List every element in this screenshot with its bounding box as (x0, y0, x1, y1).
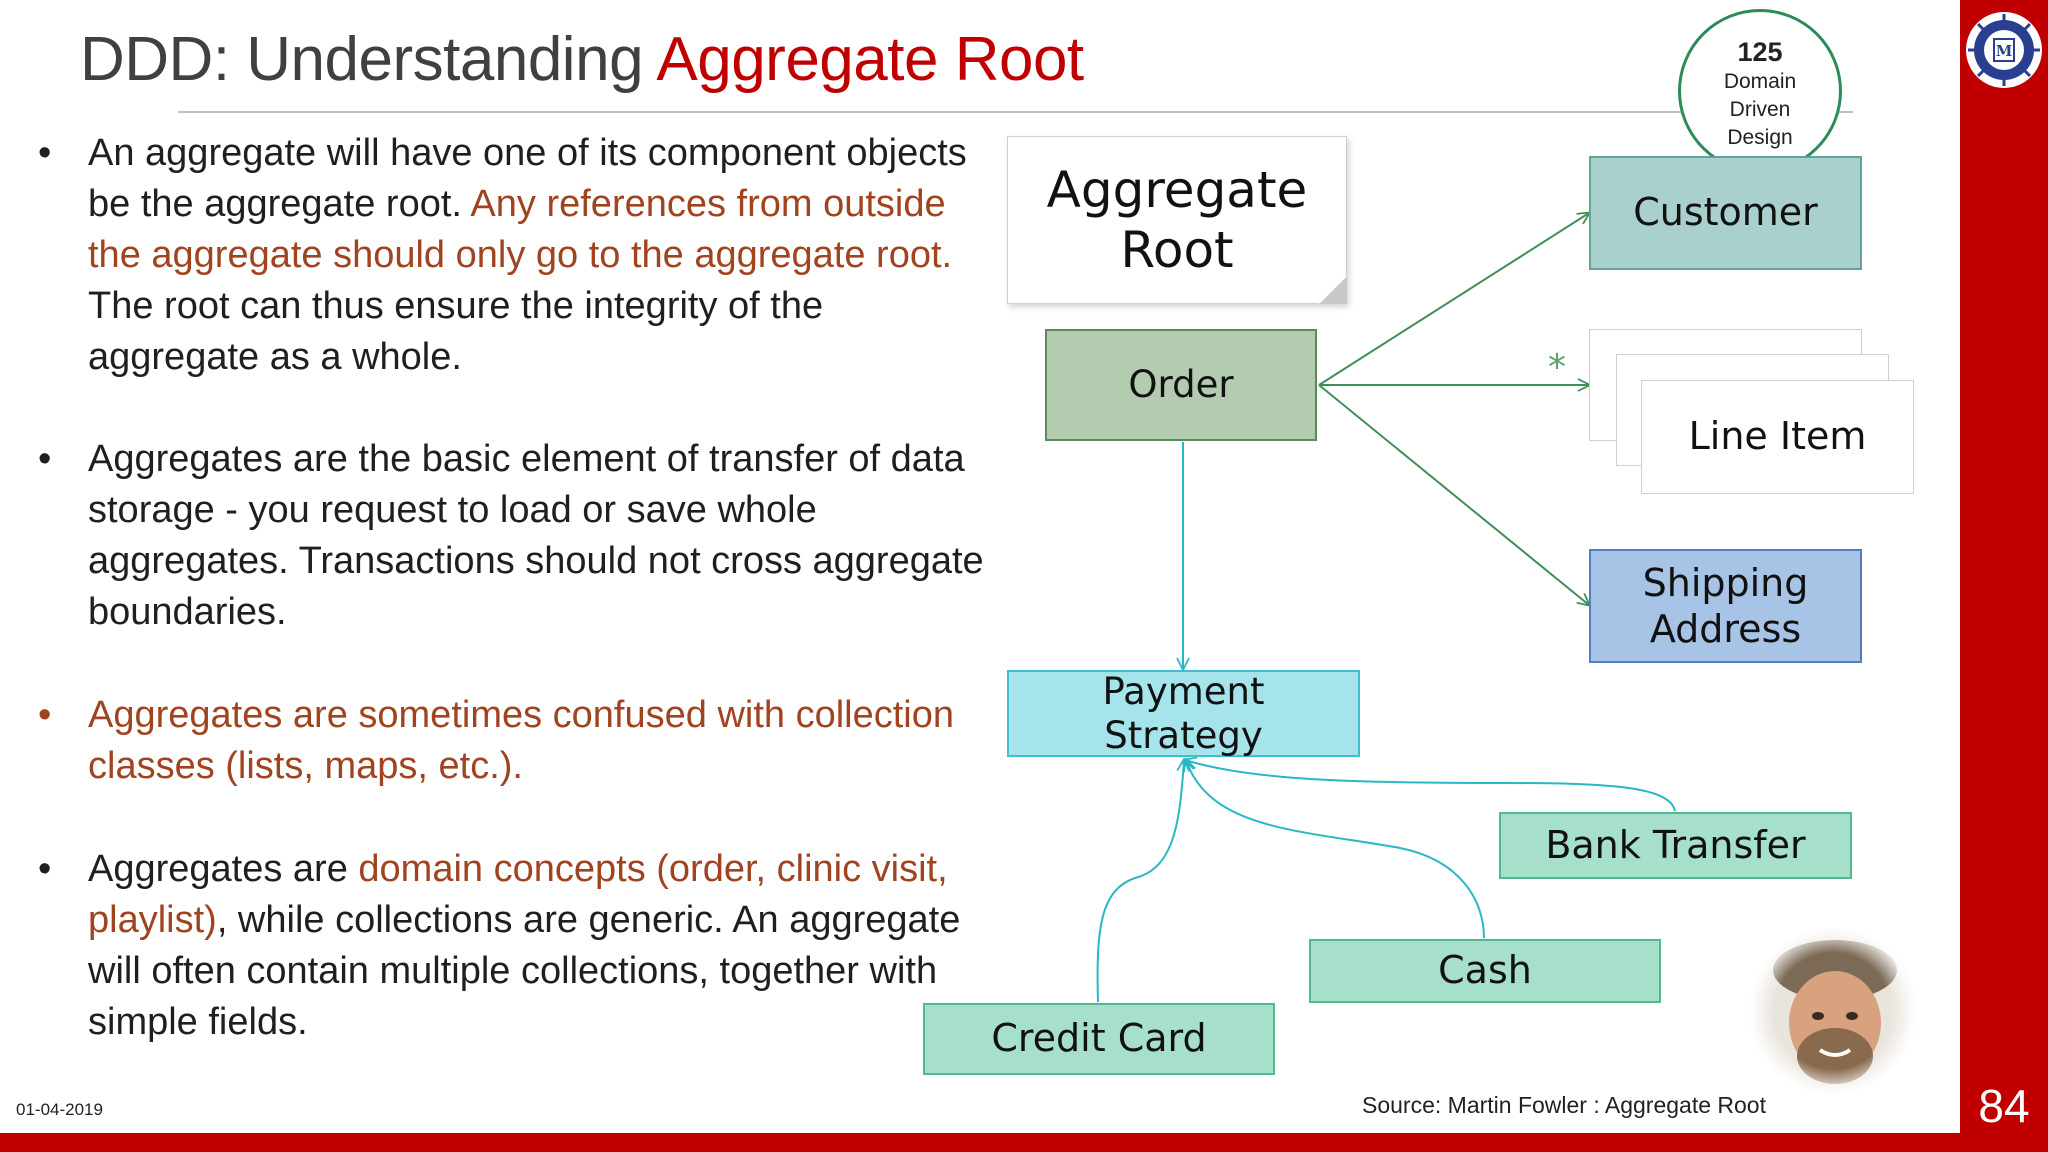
order-to-shipping-arrow (1318, 384, 1589, 605)
payment-line-1: Payment (1102, 669, 1265, 713)
bullet-4-text-b: , while collections are generic. An aggr… (88, 899, 961, 1043)
note-line-2: Root (1120, 221, 1234, 279)
payment-strategy-box: Payment Strategy (1007, 670, 1360, 757)
title-accent: Aggregate Root (656, 25, 1084, 94)
bullet-item-3: • Aggregates are sometimes confused with… (38, 690, 988, 792)
cash-to-payment-arrow (1186, 760, 1485, 939)
slide-date: 01-04-2019 (16, 1100, 103, 1119)
bottom-red-band (0, 1133, 2048, 1152)
page-number: 84 (1978, 1080, 2030, 1132)
bullet-2-text: Aggregates are the basic element of tran… (88, 438, 984, 633)
note-fold-corner (1319, 276, 1347, 304)
customer-box: Customer (1589, 156, 1862, 270)
slide-title: DDD: Understanding Aggregate Root (80, 22, 1084, 98)
line-item-box: Line Item (1641, 380, 1914, 494)
payment-line-2: Strategy (1104, 713, 1263, 757)
right-red-bar (1960, 0, 2048, 1152)
badge-line-3: Design (1727, 126, 1793, 149)
line-item-label: Line Item (1688, 414, 1867, 459)
bullet-marker: • (38, 132, 52, 174)
bullet-item-1: • An aggregate will have one of its comp… (38, 128, 988, 383)
bullet-1-text-b: The root can thus ensure the integrity o… (88, 285, 824, 378)
bullet-4-highlight: domain concepts (order, clinic visit, pl… (88, 848, 948, 941)
aggregate-root-note: Aggregate Root (1007, 136, 1347, 304)
credit-to-payment-arrow (1096, 760, 1184, 1003)
credit-card-box: Credit Card (923, 1003, 1275, 1075)
title-divider (178, 111, 1853, 113)
order-label: Order (1128, 362, 1234, 406)
title-prefix: DDD: Understanding (80, 25, 657, 94)
bullet-1-text-a: An aggregate will have one of its compon… (88, 132, 967, 225)
badge-line-2: Driven (1729, 98, 1791, 121)
badge-number: 125 (1737, 37, 1783, 67)
bullet-item-2: • Aggregates are the basic element of tr… (38, 434, 988, 638)
multiplicity-marker: * (1548, 347, 1566, 388)
institute-seal-logo: M (1964, 10, 2044, 90)
bullet-marker: • (38, 438, 52, 480)
credit-card-label: Credit Card (991, 1016, 1207, 1061)
order-box: Order (1045, 329, 1317, 441)
badge-line-1: Domain (1723, 70, 1797, 93)
source-credit: Source: Martin Fowler : Aggregate Root (1362, 1092, 1766, 1118)
shipping-address-box: Shipping Address (1589, 549, 1862, 663)
shipping-line-2: Address (1649, 607, 1802, 651)
bullet-marker: • (38, 694, 52, 736)
svg-text:M: M (1996, 42, 2013, 60)
bank-transfer-label: Bank Transfer (1545, 822, 1806, 867)
topic-badge: 125 Domain Driven Design (1678, 9, 1842, 173)
bank-transfer-box: Bank Transfer (1499, 812, 1852, 879)
bullet-3-text: Aggregates are sometimes confused with c… (88, 694, 955, 787)
bullet-4-text-a: Aggregates are (88, 848, 359, 890)
bullet-1-highlight: Any references from outside the aggregat… (88, 183, 953, 276)
presenter-photo (1750, 928, 1916, 1094)
bullet-item-4: • Aggregates are domain concepts (order,… (38, 844, 988, 1048)
note-line-1: Aggregate (1046, 161, 1308, 219)
customer-label: Customer (1633, 190, 1818, 235)
bullet-marker: • (38, 848, 52, 890)
cash-label: Cash (1438, 948, 1532, 993)
shipping-line-1: Shipping (1642, 561, 1809, 605)
cash-box: Cash (1309, 939, 1661, 1003)
bank-to-payment-arrow (1185, 760, 1676, 812)
